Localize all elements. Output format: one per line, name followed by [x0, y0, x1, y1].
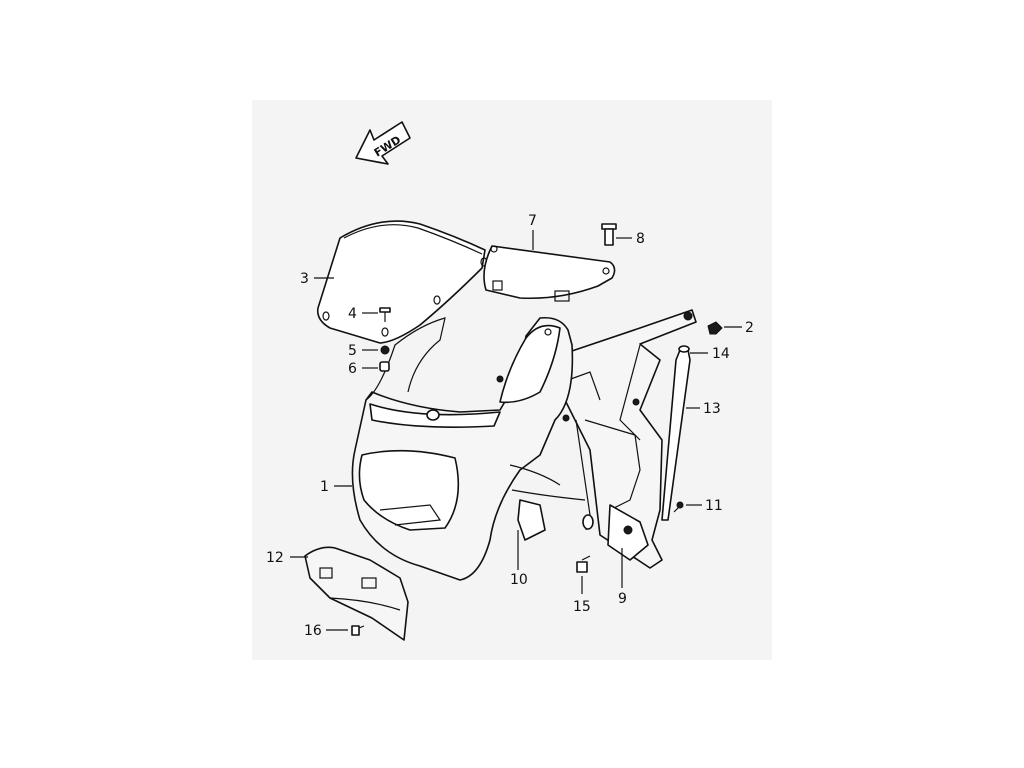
callout-10: 10 — [510, 572, 528, 588]
callout-13: 13 — [703, 401, 721, 417]
callout-14: 14 — [712, 346, 730, 362]
washer-part-4 — [381, 327, 389, 337]
callout-9: 9 — [618, 591, 627, 607]
bolt-part-8 — [601, 223, 617, 246]
callout-16: 16 — [304, 623, 322, 639]
bolt-part-15 — [576, 555, 591, 573]
mirror-rod — [661, 345, 691, 521]
upper-cowl — [351, 316, 586, 581]
callout-8: 8 — [636, 231, 645, 247]
callout-6: 6 — [348, 361, 357, 377]
lower-cover — [304, 546, 409, 641]
bolt-part-4 — [379, 307, 391, 322]
windscreen — [316, 220, 488, 344]
callout-3: 3 — [300, 271, 309, 287]
screw-part-16 — [351, 625, 365, 636]
callout-1: 1 — [320, 479, 329, 495]
callout-2: 2 — [745, 320, 754, 336]
collar-part-6 — [379, 361, 390, 372]
screw-part-11 — [673, 501, 684, 513]
callout-5: 5 — [348, 343, 357, 359]
meter-cover — [483, 245, 616, 302]
nut-part-5 — [380, 345, 390, 355]
callout-7: 7 — [528, 213, 537, 229]
fairing-stay-frame — [559, 309, 697, 569]
forward-direction-arrow: FWD — [355, 121, 411, 165]
callout-12: 12 — [266, 550, 284, 566]
callout-4: 4 — [348, 306, 357, 322]
callout-15: 15 — [573, 599, 591, 615]
callout-11: 11 — [705, 498, 723, 514]
bolt-part-2 — [707, 321, 723, 335]
